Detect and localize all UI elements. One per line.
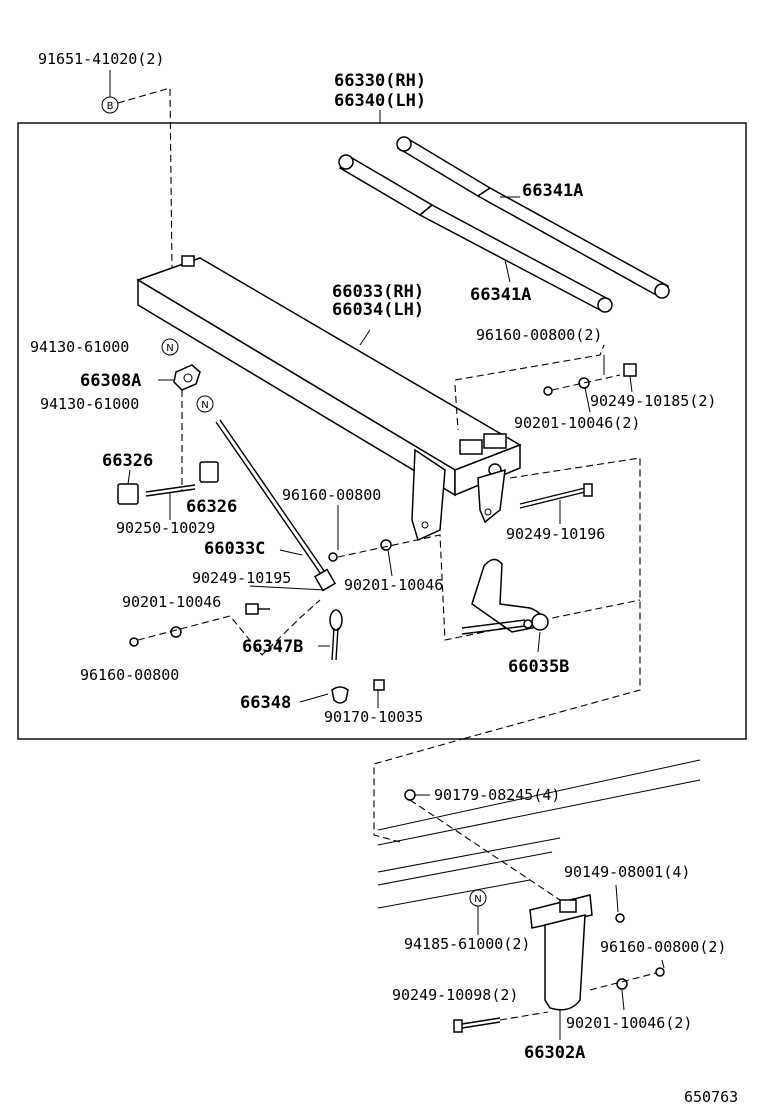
pin-90250 <box>145 484 196 493</box>
gas-strut-lower <box>338 154 613 313</box>
label-66033c: 66033C <box>204 539 265 559</box>
label-66340: 66340(LH) <box>334 91 426 111</box>
main-tube-66033 <box>136 255 522 542</box>
label-66348: 66348 <box>240 693 291 713</box>
label-66035b: 66035B <box>508 657 569 677</box>
n-letter-2: N <box>201 400 208 411</box>
rod-66033c <box>215 421 326 581</box>
rod-end <box>313 568 337 592</box>
gas-strut-upper <box>396 136 670 299</box>
label-66341a-top: 66341A <box>522 181 583 201</box>
leader-90249-10195 <box>249 585 326 591</box>
dash-right-long <box>465 457 641 739</box>
label-90249-10195: 90249-10195 <box>192 569 291 587</box>
clevis-66348 <box>331 686 349 704</box>
n-letter-3: N <box>474 894 481 905</box>
washer-90201-mid <box>380 539 392 551</box>
bolt-90249-10185 <box>623 363 637 377</box>
label-90201-low: 90201-10046(2) <box>566 1014 692 1032</box>
label-91651: 91651-41020(2) <box>38 50 164 68</box>
bolt-90249-10196 <box>519 483 593 509</box>
label-90250: 90250-10029 <box>116 519 215 537</box>
washer-90201-right <box>578 377 590 389</box>
nut-96160-low <box>655 967 665 977</box>
label-66302a: 66302A <box>524 1043 585 1063</box>
label-90249-10196: 90249-10196 <box>506 525 605 543</box>
reference-number: 650763 <box>684 1088 738 1106</box>
pad-66326-b <box>199 461 219 483</box>
dash-90249-10098 <box>499 1011 549 1021</box>
label-94185: 94185-61000(2) <box>404 935 530 953</box>
label-96160-low: 96160-00800(2) <box>600 938 726 956</box>
label-66308a: 66308A <box>80 371 141 391</box>
leader-96160-low <box>661 959 665 969</box>
b-callout-letter: B <box>107 101 114 112</box>
label-66326-b: 66326 <box>186 497 237 517</box>
leader-66348 <box>299 693 329 703</box>
label-66034: 66034(LH) <box>332 300 424 320</box>
leader-66326-a <box>127 469 131 485</box>
dash-lower-left <box>373 737 467 843</box>
dash-b-to-bracket <box>117 87 173 271</box>
washer-left <box>170 626 182 638</box>
bolt-90149 <box>615 913 625 923</box>
label-90201-mid: 90201-10046 <box>344 576 443 594</box>
leader-90201-mid <box>387 549 393 577</box>
label-90201-left: 90201-10046 <box>122 593 221 611</box>
dash-left-fasteners <box>137 599 321 656</box>
dash-right-bracket-2 <box>454 344 605 381</box>
leader-90201-2 <box>584 387 591 413</box>
leader-90249-10185 <box>629 375 633 393</box>
label-90249-10185: 90249-10185(2) <box>590 392 716 410</box>
bolt-90249-10195 <box>245 603 270 615</box>
nut-left <box>129 637 139 647</box>
label-90170: 90170-10035 <box>324 708 423 726</box>
label-90149: 90149-08001(4) <box>564 863 690 881</box>
label-96160-left: 96160-00800 <box>80 666 179 684</box>
leader-66033c <box>279 549 303 556</box>
label-96160-mid: 96160-00800 <box>282 486 381 504</box>
dash-lower-right <box>589 972 657 991</box>
bracket-66302a <box>529 894 593 1011</box>
label-66347b: 66347B <box>242 637 303 657</box>
label-94130-a: 94130-61000 <box>30 338 129 356</box>
leader-66033 <box>359 329 371 346</box>
leader-66341a-bot <box>504 259 511 283</box>
label-66033: 66033(RH) <box>332 282 424 302</box>
bracket-66035b <box>461 558 549 635</box>
label-90249-10098: 90249-10098(2) <box>392 986 518 1004</box>
dash-right-bracket-1 <box>454 384 459 431</box>
label-90179: 90179-08245(4) <box>434 786 560 804</box>
label-66326-a: 66326 <box>102 451 153 471</box>
clip-90179 <box>404 789 416 801</box>
leader-66035b <box>537 631 541 653</box>
clip-96160-mid <box>328 552 338 562</box>
nut-90170 <box>373 679 385 691</box>
link-66347b <box>329 609 343 661</box>
dash-right-fasteners <box>551 374 621 391</box>
label-94130-b: 94130-61000 <box>40 395 139 413</box>
label-96160-2: 96160-00800(2) <box>476 326 602 344</box>
clip-96160-right <box>543 386 553 396</box>
leader-90149 <box>615 884 619 913</box>
bumper-panel <box>377 759 701 909</box>
label-66341a-bot: 66341A <box>470 285 531 305</box>
pad-66326-a <box>117 483 139 505</box>
bushing-66308a <box>173 364 201 391</box>
label-66330: 66330(RH) <box>334 71 426 91</box>
label-90201-2: 90201-10046(2) <box>514 414 640 432</box>
n-callout-1 <box>161 338 179 356</box>
leader-90201-low <box>621 989 625 1011</box>
n-callout-2 <box>196 395 214 413</box>
assembly-frame <box>17 122 747 740</box>
bolt-90249-10098 <box>453 1017 501 1033</box>
dash-90179 <box>409 799 561 901</box>
n-letter-1: N <box>166 343 173 354</box>
